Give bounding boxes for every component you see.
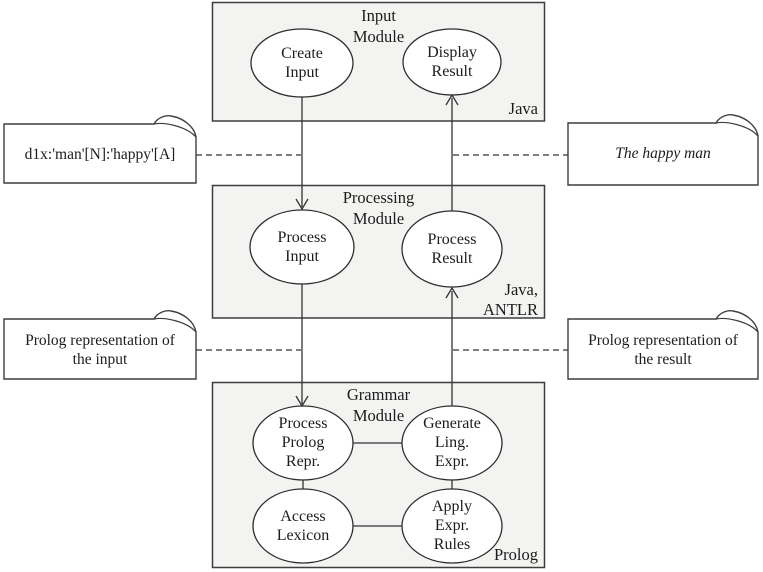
arrowhead-down-process-input (295, 198, 309, 211)
node-access-lexicon (252, 488, 354, 564)
arrowhead-up-process-result (445, 286, 459, 299)
note-fold-result-example (715, 121, 759, 137)
node-process-prolog-repr (252, 405, 354, 481)
note-shape-input-example (3, 115, 197, 184)
note-shape-prolog-input (3, 310, 197, 380)
node-display-result (402, 28, 502, 96)
note-fold-input-example (153, 122, 197, 138)
note-fold-prolog-input (153, 317, 197, 333)
node-process-input (249, 209, 355, 285)
node-create-input (250, 28, 354, 98)
node-apply-expr-rules (401, 488, 503, 564)
note-shape-result-example (567, 114, 759, 186)
note-fold-prolog-result (715, 317, 759, 333)
node-process-result (401, 210, 503, 288)
arrowhead-up-display-result (445, 93, 459, 106)
note-shape-prolog-result (567, 310, 759, 380)
arrowhead-down-process-prolog-repr (295, 395, 309, 408)
node-generate-ling-expr (401, 405, 503, 481)
